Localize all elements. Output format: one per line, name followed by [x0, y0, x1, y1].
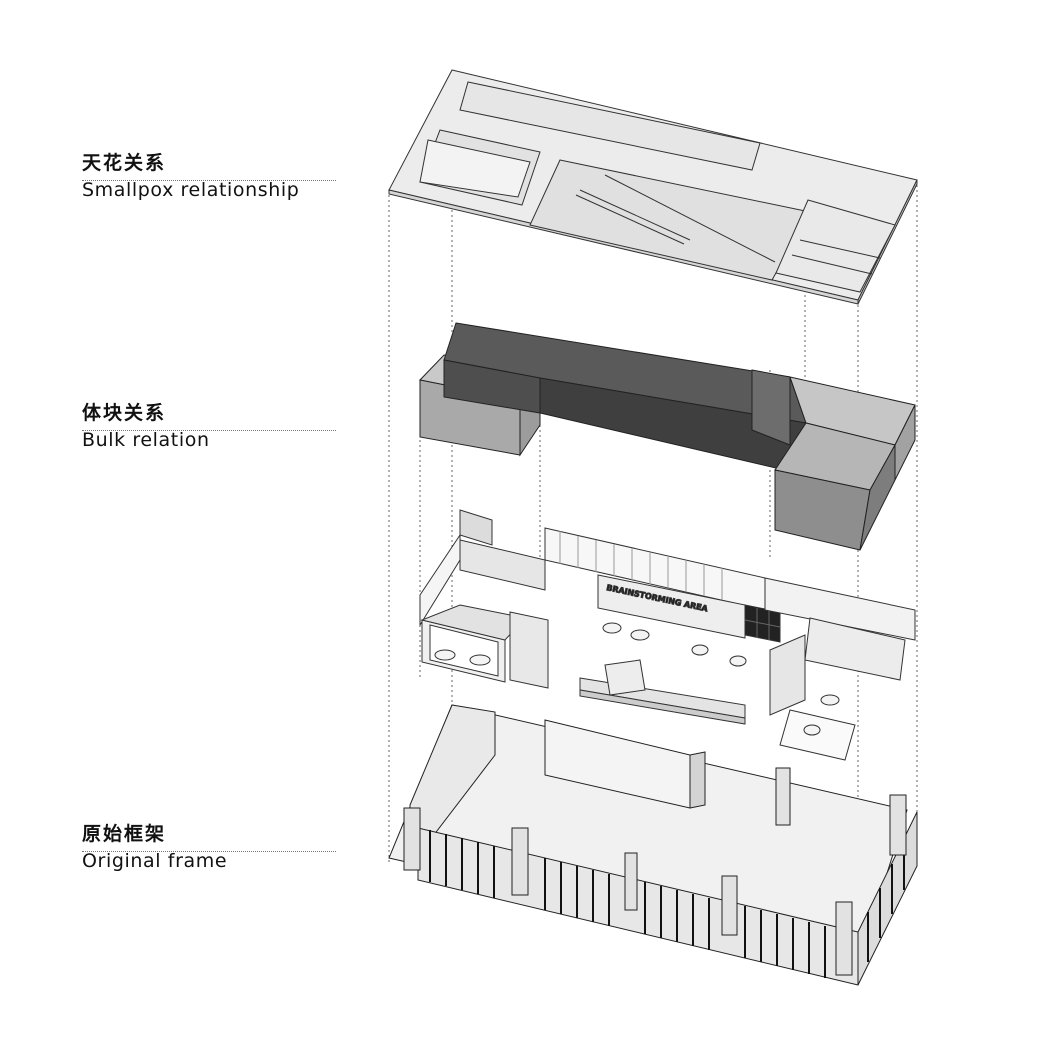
bulk-dark-left	[443, 359, 541, 414]
layer-label-en: Smallpox relationship	[82, 179, 300, 201]
center-counter	[604, 659, 646, 696]
ceiling-recess-right	[775, 199, 896, 293]
ceiling-recess-center	[529, 159, 811, 281]
panel-grid	[559, 531, 723, 600]
right-partition	[769, 634, 806, 716]
meeting-floor	[779, 709, 856, 761]
bulk-layer	[419, 322, 916, 551]
brainstorm-wall	[597, 574, 746, 639]
layer-label-frame: 原始框架 Original frame	[82, 823, 336, 873]
frame-mullions	[429, 830, 905, 978]
ceiling-recess-top	[459, 81, 761, 171]
right-cabinets	[804, 617, 906, 681]
bulk-right-mid-side	[859, 443, 896, 551]
layer-label-zh: 天花关系	[82, 152, 167, 174]
furniture-layer: BRAINSTORMING AREA	[419, 509, 916, 761]
dotted-rule	[82, 180, 336, 181]
ceiling-layer	[388, 69, 918, 305]
layer-label-ceiling: 天花关系 Smallpox relationship	[82, 152, 336, 202]
dotted-rule	[82, 430, 336, 431]
right-back-wall	[764, 577, 916, 641]
chairs	[434, 622, 840, 736]
left-cabinet	[509, 611, 549, 689]
left-wall	[459, 509, 493, 546]
frame-layer	[388, 704, 918, 986]
layer-label-en: Original frame	[82, 850, 228, 872]
layer-label-en: Bulk relation	[82, 429, 210, 451]
bulk-column	[751, 369, 791, 446]
layer-label-zh: 体块关系	[82, 402, 167, 424]
layer-label-zh: 原始框架	[82, 823, 167, 845]
frame-columns	[403, 767, 907, 976]
ceiling-side-face	[857, 179, 918, 305]
layer-label-bulk: 体块关系 Bulk relation	[82, 402, 336, 452]
dotted-rule	[82, 851, 336, 852]
left-partition	[459, 539, 546, 591]
